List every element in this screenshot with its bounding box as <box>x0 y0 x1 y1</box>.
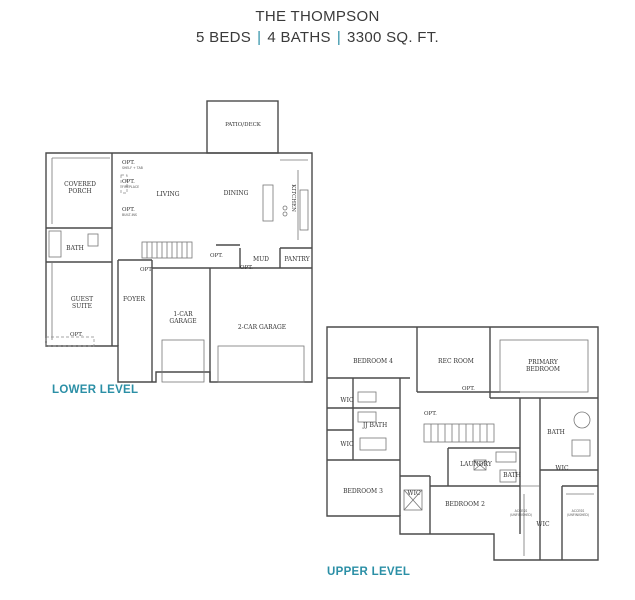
label-jj-bath: JJ BATH <box>362 422 387 429</box>
label-wic-e: WIC <box>536 521 550 528</box>
label-1-car-garage-a: 1-CAR <box>173 311 193 318</box>
label-wic-b: WIC <box>340 441 354 448</box>
label-bedroom-4: BEDROOM 4 <box>353 358 393 365</box>
square-footage: 3300 SQ. FT. <box>347 29 440 46</box>
label-dining: DINING <box>224 190 249 197</box>
label-fireplace: FIREPLACE <box>122 185 139 189</box>
upper-level-label: UPPER LEVEL <box>327 566 411 578</box>
label-opt-2: OPT. <box>122 179 135 185</box>
label-access-2: ACCESS <box>572 509 585 513</box>
label-opt-bottom: OPT. <box>70 332 83 338</box>
separator: | <box>257 29 262 46</box>
label-opt-1: OPT. <box>122 160 135 166</box>
label-lower-bath: BATH <box>66 245 84 252</box>
label-laundry: LAUNDRY <box>460 461 493 468</box>
label-guest-suite-2: SUITE <box>72 303 92 310</box>
label-pantry: PANTRY <box>284 256 310 263</box>
label-bedroom-2: BEDROOM 2 <box>445 501 485 508</box>
label-small-bath: BATH <box>503 472 521 479</box>
separator: | <box>336 29 342 46</box>
label-kitchen: KITCHEN <box>290 184 296 212</box>
label-built-ins: BUILT-INS <box>122 213 137 217</box>
label-foyer: FOYER <box>123 296 145 303</box>
label-opt-4: OPT. <box>140 267 153 273</box>
upper-level-outline <box>326 326 599 561</box>
label-access-1: ACCESS <box>515 509 528 513</box>
beds-count: 5 BEDS <box>195 29 252 46</box>
label-wic-c: WIC <box>555 465 569 472</box>
label-primary-bath: BATH <box>547 429 565 436</box>
plan-specs: 5 BEDS | 4 BATHS | 3300 SQ. FT. <box>0 29 635 46</box>
label-covered-porch-1: COVERED <box>64 181 96 188</box>
lower-level-plan <box>45 100 313 383</box>
label-shelf: SHELF + TAB <box>122 166 143 170</box>
label-unfinished-1: (UNFINISHED) <box>510 513 532 517</box>
label-mud: MUD <box>253 256 269 263</box>
label-primary-bedroom-2: BEDROOM <box>526 366 560 373</box>
label-opt-3: OPT. <box>122 207 135 213</box>
label-primary-bedroom-1: PRIMARY <box>528 359 559 366</box>
baths-count: 4 BATHS <box>267 29 331 46</box>
plan-title: THE THOMPSON <box>255 8 380 25</box>
label-guest-suite-1: GUEST <box>71 296 93 303</box>
label-covered-porch-2: PORCH <box>68 188 91 195</box>
label-wic-d: WIC <box>407 490 421 497</box>
label-unfinished-2: (UNFINISHED) <box>567 513 589 517</box>
label-wic-a: WIC <box>340 397 354 404</box>
label-rec-room: REC ROOM <box>438 358 474 365</box>
label-living: LIVING <box>156 191 179 198</box>
lower-level-label: LOWER LEVEL <box>52 384 139 396</box>
label-1-car-garage-b: GARAGE <box>169 318 196 325</box>
label-2-car-garage: 2-CAR GARAGE <box>238 324 286 331</box>
label-opt-b: OPT. <box>462 386 475 392</box>
label-patio-deck: PATIO/DECK <box>225 122 262 128</box>
label-opt-5: OPT. <box>210 253 223 259</box>
upper-level-room-labels: BEDROOM 4 REC ROOM PRIMARY BEDROOM WIC J… <box>340 358 589 528</box>
label-bedroom-3: BEDROOM 3 <box>343 488 383 495</box>
lower-level-room-labels: PATIO/DECK COVERED PORCH LIVING DINING K… <box>64 122 311 338</box>
label-opt-6: OPT. <box>240 265 253 271</box>
label-opt-a: OPT. <box>424 411 437 417</box>
upper-level-plan <box>326 326 599 561</box>
